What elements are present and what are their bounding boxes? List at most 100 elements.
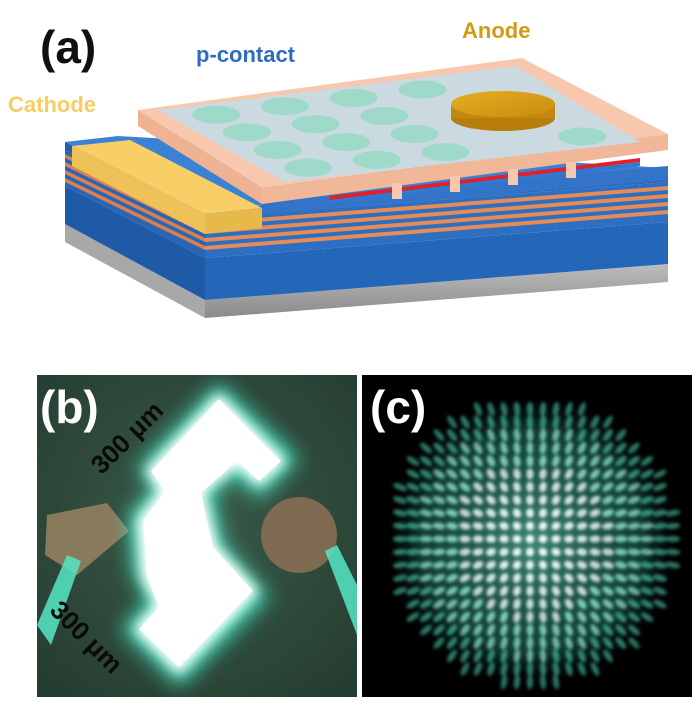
emission-dot <box>499 521 509 531</box>
emission-dot <box>576 560 588 570</box>
emission-dot <box>512 521 522 531</box>
emission-dot <box>539 455 547 467</box>
emission-dot <box>487 662 495 676</box>
emission-dot <box>432 561 446 569</box>
emission-dot <box>460 611 470 623</box>
emission-dot <box>564 548 574 556</box>
emission-dot <box>433 637 445 649</box>
emission-dot <box>526 585 534 597</box>
emission-dot <box>614 509 628 517</box>
emission-dot <box>590 649 600 663</box>
emission-dot <box>627 574 641 582</box>
emission-dot <box>459 468 471 480</box>
emission-dot <box>487 428 495 442</box>
emission-dot <box>525 521 535 531</box>
emission-dot <box>640 599 654 609</box>
emission-dot <box>551 508 561 518</box>
emission-dot <box>500 623 508 637</box>
emission-dot <box>406 599 420 609</box>
emission-dot <box>603 637 613 649</box>
emission-dot <box>628 637 640 649</box>
emission-dot <box>614 548 628 556</box>
emission-dot <box>526 415 534 429</box>
emission-dot <box>589 508 601 518</box>
emission-dot <box>603 442 613 454</box>
emission-dot <box>487 649 495 663</box>
emission-dot <box>615 442 627 454</box>
emission-dot <box>653 496 667 504</box>
emission-dot <box>499 573 509 583</box>
emission-dot <box>564 573 574 583</box>
emission-dot <box>433 482 445 492</box>
emission-dot <box>446 637 458 649</box>
emission-dot <box>602 586 614 596</box>
emission-dot <box>487 415 495 429</box>
microdisk <box>421 143 470 162</box>
right-probe <box>325 545 357 635</box>
emission-dot <box>512 508 522 518</box>
microdisk <box>291 115 340 134</box>
emission-dot <box>627 535 641 543</box>
emission-dot <box>473 649 483 663</box>
emission-dot <box>539 674 547 690</box>
emission-dot <box>628 624 640 636</box>
emission-dot <box>576 535 588 543</box>
emission-dot <box>614 522 628 530</box>
emission-dot <box>589 495 601 505</box>
emission-dot <box>552 455 560 467</box>
emission-dot <box>590 428 600 442</box>
emission-dot <box>640 482 654 492</box>
emission-dot <box>526 468 534 480</box>
emission-dot <box>419 522 433 530</box>
emission-dot <box>602 535 614 543</box>
emission-dot <box>473 428 483 442</box>
emission-dot <box>589 586 601 596</box>
emission-dot <box>628 455 640 467</box>
emission-dot <box>526 649 534 663</box>
emission-dot <box>393 587 407 595</box>
emission-dot <box>486 611 496 623</box>
emission-dot <box>564 560 574 570</box>
emission-dot <box>602 522 614 530</box>
emission-dot <box>576 522 588 530</box>
emission-dot <box>539 585 547 597</box>
emission-dot <box>499 547 509 557</box>
emission-dot <box>615 455 627 467</box>
emission-dot <box>420 456 432 466</box>
emission-dot <box>526 481 534 493</box>
emission-dot <box>603 415 613 429</box>
emission-dot <box>500 649 508 663</box>
emission-dot <box>433 442 445 454</box>
emission-dot <box>486 481 496 493</box>
emission-dot <box>406 456 420 466</box>
emission-dot <box>472 573 484 583</box>
emission-dot <box>628 442 640 454</box>
emission-dot <box>589 535 601 543</box>
emission-dot <box>433 455 445 467</box>
emission-dot <box>615 586 627 596</box>
emission-dot <box>551 573 561 583</box>
emission-dot <box>393 483 407 491</box>
emission-dot <box>564 468 574 480</box>
emission-dot <box>419 496 433 504</box>
emission-micrograph <box>37 375 357 697</box>
emission-dot <box>432 522 446 530</box>
emission-dot <box>652 548 668 556</box>
emission-dot <box>564 598 574 610</box>
emission-dot <box>539 661 547 677</box>
emission-dot <box>640 548 654 556</box>
emission-dot <box>640 522 654 530</box>
emission-dot <box>432 495 446 505</box>
emission-dot <box>564 508 574 518</box>
emission-dot <box>652 535 668 543</box>
emission-dot <box>526 611 534 623</box>
emission-dot <box>539 598 547 610</box>
emission-dot <box>513 649 521 663</box>
panel-a-label: (a) <box>40 21 97 73</box>
emission-dot <box>578 415 586 429</box>
emission-dot <box>578 662 586 676</box>
emission-dot <box>472 560 484 570</box>
microdisk <box>329 88 378 107</box>
emission-dot <box>552 611 560 623</box>
emission-dot <box>577 455 587 467</box>
